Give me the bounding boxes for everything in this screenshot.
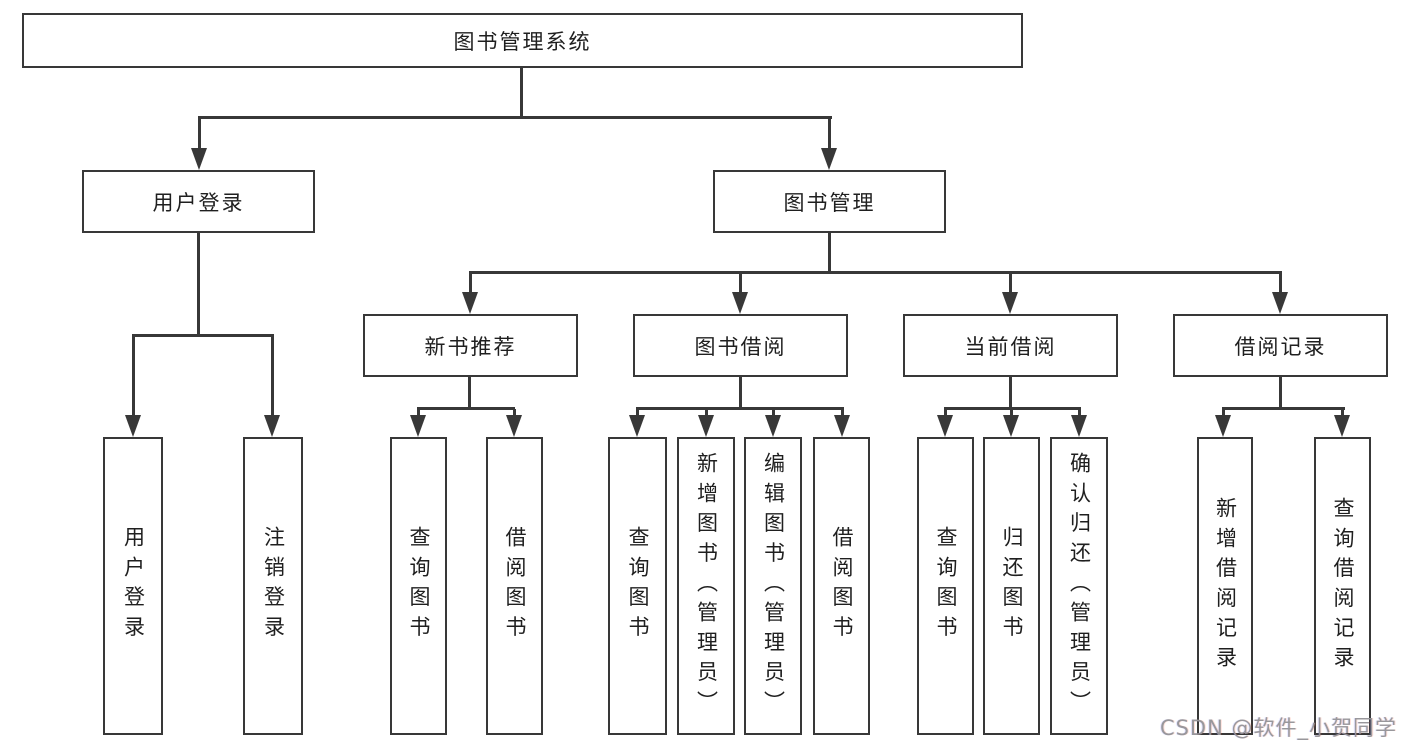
node-label: 图书管理 <box>783 190 876 215</box>
leaf-confirm-return-admin: 确认归还（管理员） <box>1050 437 1108 735</box>
arrowhead-icon <box>1003 415 1019 437</box>
arrowhead-icon <box>125 415 141 437</box>
connector-line <box>1010 409 1013 417</box>
connector-line <box>828 233 831 274</box>
leaf-borrow-books: 借阅图书 <box>813 437 870 735</box>
leaf-add-borrow-record: 新增借阅记录 <box>1197 437 1253 735</box>
arrowhead-icon <box>937 415 953 437</box>
leaf-borrow-books-recommend: 借阅图书 <box>486 437 543 735</box>
leaf-logout: 注销登录 <box>243 437 303 735</box>
node-label: 查询借阅记录 <box>1331 496 1355 676</box>
node-label: 查询图书 <box>934 526 958 646</box>
connector-line <box>944 409 947 417</box>
connector-line <box>520 68 523 118</box>
arrowhead-icon <box>1215 415 1231 437</box>
leaf-edit-books-admin: 编辑图书（管理员） <box>744 437 802 735</box>
leaf-query-books-borrowing: 查询图书 <box>608 437 667 735</box>
connector-line <box>1279 377 1282 410</box>
node-user-login-branch: 用户登录 <box>82 170 315 233</box>
connector-line <box>271 336 274 416</box>
leaf-add-books-admin: 新增图书（管理员） <box>677 437 735 735</box>
node-new-book-recommend: 新书推荐 <box>363 314 578 377</box>
arrowhead-icon <box>410 415 426 437</box>
node-label: 查询图书 <box>626 526 650 646</box>
arrowhead-icon <box>765 415 781 437</box>
arrowhead-icon <box>732 292 748 314</box>
connector-line <box>469 273 472 293</box>
arrowhead-icon <box>191 148 207 170</box>
connector-line <box>739 273 742 293</box>
connector-line <box>1078 409 1081 417</box>
connector-line <box>468 377 471 410</box>
connector-line <box>132 336 135 416</box>
connector-line <box>1222 409 1225 417</box>
connector-line <box>132 334 274 337</box>
connector-line <box>469 271 1282 274</box>
node-label: 编辑图书（管理员） <box>761 451 786 721</box>
node-label: 借阅图书 <box>830 526 854 646</box>
connector-line <box>739 377 742 410</box>
node-label: 新书推荐 <box>424 334 517 359</box>
connector-line <box>636 407 844 410</box>
node-label: 图书管理系统 <box>453 29 592 54</box>
arrowhead-icon <box>1071 415 1087 437</box>
arrowhead-icon <box>1002 292 1018 314</box>
leaf-user-login: 用户登录 <box>103 437 163 735</box>
node-book-borrowing: 图书借阅 <box>633 314 848 377</box>
node-label: 借阅记录 <box>1234 334 1327 359</box>
node-label: 借阅图书 <box>503 526 527 646</box>
node-label: 新增借阅记录 <box>1213 496 1238 676</box>
connector-line <box>1222 407 1345 410</box>
arrowhead-icon <box>698 415 714 437</box>
node-book-management-branch: 图书管理 <box>713 170 946 233</box>
node-label: 归还图书 <box>1000 526 1024 646</box>
connector-line <box>197 233 200 337</box>
connector-line <box>1341 409 1344 417</box>
node-label: 图书借阅 <box>694 334 787 359</box>
node-current-borrowing: 当前借阅 <box>903 314 1118 377</box>
arrowhead-icon <box>821 148 837 170</box>
leaf-query-books-current: 查询图书 <box>917 437 974 735</box>
connector-line <box>198 118 201 149</box>
connector-line <box>1009 273 1012 293</box>
csdn-watermark: CSDN @软件_小贺同学 <box>1159 716 1397 740</box>
connector-line <box>513 409 516 417</box>
node-label: 新增图书（管理员） <box>694 451 719 721</box>
node-label: 注销登录 <box>261 526 286 646</box>
arrowhead-icon <box>264 415 280 437</box>
arrowhead-icon <box>629 415 645 437</box>
leaf-return-books: 归还图书 <box>983 437 1040 735</box>
connector-line <box>772 409 775 417</box>
arrowhead-icon <box>1334 415 1350 437</box>
node-label: 当前借阅 <box>964 334 1057 359</box>
leaf-query-borrow-record: 查询借阅记录 <box>1314 437 1371 735</box>
arrowhead-icon <box>1272 292 1288 314</box>
connector-line <box>417 407 515 410</box>
connector-line <box>944 407 1081 410</box>
node-borrowing-records: 借阅记录 <box>1173 314 1388 377</box>
connector-line <box>636 409 639 417</box>
arrowhead-icon <box>506 415 522 437</box>
leaf-query-books-recommend: 查询图书 <box>390 437 447 735</box>
arrowhead-icon <box>462 292 478 314</box>
connector-line <box>841 409 844 417</box>
node-library-system: 图书管理系统 <box>22 13 1023 68</box>
node-label: 用户登录 <box>152 190 245 215</box>
connector-line <box>828 118 831 149</box>
arrowhead-icon <box>834 415 850 437</box>
connector-line <box>1279 273 1282 293</box>
connector-line <box>1009 377 1012 410</box>
node-label: 用户登录 <box>121 526 146 646</box>
connector-line <box>198 116 832 119</box>
node-label: 查询图书 <box>407 526 431 646</box>
node-label: 确认归还（管理员） <box>1067 451 1092 721</box>
connector-line <box>705 409 708 417</box>
connector-line <box>417 409 420 417</box>
